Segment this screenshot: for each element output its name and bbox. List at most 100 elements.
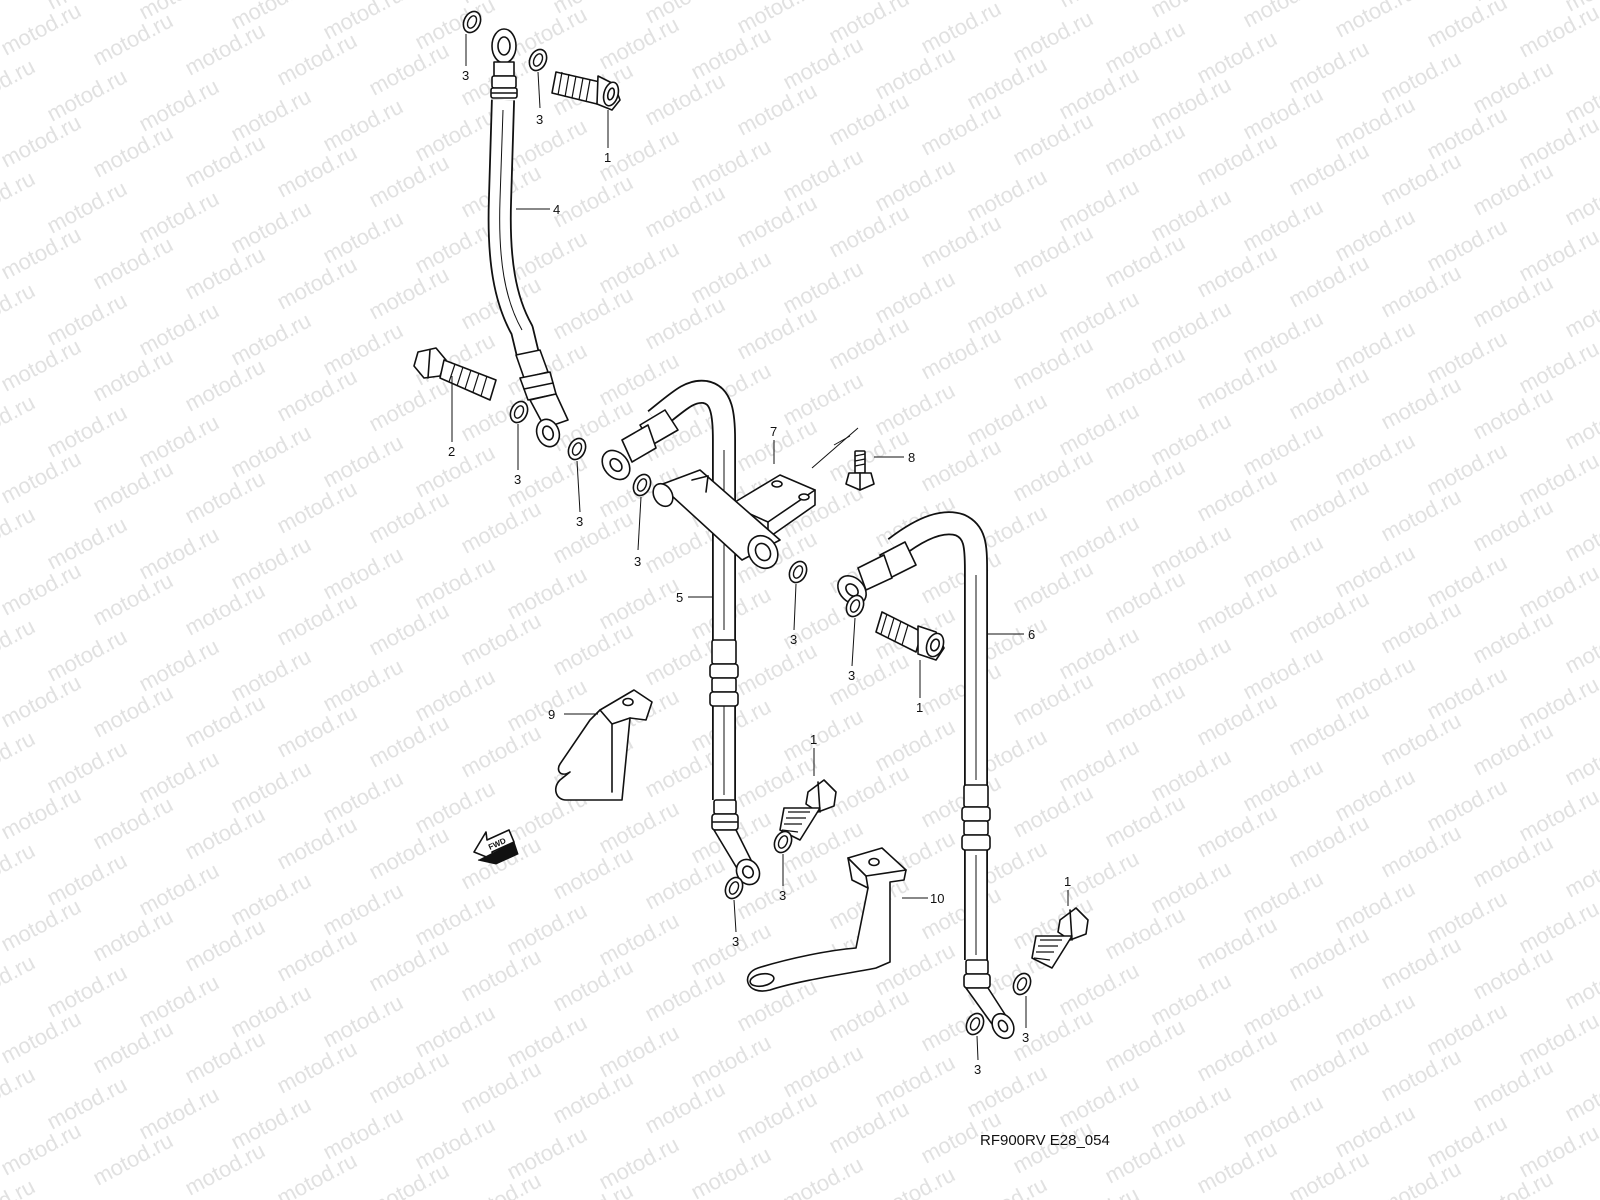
watermark-text: motod.ru — [89, 1016, 177, 1079]
watermark-text: motod.ru — [1285, 922, 1373, 985]
watermark-text: motod.ru — [1561, 1064, 1600, 1127]
watermark-text: motod.ru — [89, 904, 177, 967]
watermark-text: motod.ru — [595, 572, 683, 635]
watermark-text: motod.ru — [0, 166, 39, 229]
watermark-text: motod.ru — [503, 1010, 591, 1073]
watermark-text: motod.ru — [1423, 326, 1511, 389]
watermark-text: motod.ru — [1055, 1070, 1143, 1133]
watermark-text: motod.ru — [181, 914, 269, 977]
watermark-text: motod.ru — [825, 648, 913, 711]
callout-bolt-1d: 1 — [1064, 874, 1071, 889]
callout-numbers: 3 3 1 4 2 3 3 3 7 8 5 3 3 6 1 9 1 3 3 10… — [448, 68, 1071, 1077]
watermark-text: motod.ru — [273, 700, 361, 763]
watermark-text: motod.ru — [733, 302, 821, 365]
brake-hose-left — [601, 379, 761, 886]
watermark-text: motod.ru — [779, 1040, 867, 1103]
watermark-text: motod.ru — [641, 852, 729, 915]
watermark-text: motod.ru — [227, 308, 315, 371]
watermark-text: motod.ru — [1469, 830, 1557, 893]
watermark-text: motod.ru — [319, 94, 407, 157]
watermark-text: motod.ru — [963, 0, 1051, 2]
watermark-text: motod.ru — [1147, 1080, 1235, 1143]
callout-washer-h: 3 — [779, 888, 786, 903]
watermark-text: motod.ru — [917, 322, 1005, 385]
watermark-text: motod.ru — [0, 278, 39, 341]
watermark-text: motod.ru — [365, 374, 453, 437]
callout-bolt-2: 2 — [448, 444, 455, 459]
watermark-text: motod.ru — [181, 690, 269, 753]
watermark-text: motod.ru — [1331, 204, 1419, 267]
brake-hose-right — [837, 511, 1015, 1040]
watermark-text: motod.ru — [595, 908, 683, 971]
watermark-text: motod.ru — [0, 1062, 39, 1125]
callout-bolt-8: 8 — [908, 450, 915, 465]
watermark-text: motod.ru — [89, 568, 177, 631]
watermark-text: motod.ru — [43, 288, 131, 351]
watermark-text: motod.ru — [1515, 112, 1600, 175]
watermark-text: motod.ru — [1009, 220, 1097, 283]
watermark-text: motod.ru — [1239, 754, 1327, 817]
watermark-text: motod.ru — [273, 588, 361, 651]
watermark-text: motod.ru — [1193, 576, 1281, 639]
watermark-text: motod.ru — [1193, 128, 1281, 191]
watermark-text: motod.ru — [1561, 1176, 1600, 1200]
watermark-text: motod.ru — [43, 624, 131, 687]
banjo-bolt-lower-right — [1031, 907, 1089, 969]
watermark-text: motod.ru — [1469, 606, 1557, 669]
watermark-text: motod.ru — [1147, 296, 1235, 359]
watermark-text: motod.ru — [365, 1158, 453, 1200]
watermark-text: motod.ru — [963, 52, 1051, 115]
watermark-text: motod.ru — [0, 446, 85, 509]
watermark-text: motod.ru — [411, 552, 499, 615]
watermark-text: motod.ru — [549, 170, 637, 233]
watermark-text: motod.ru — [1561, 616, 1600, 679]
watermark-text: motod.ru — [1377, 148, 1465, 211]
watermark-text: motod.ru — [1055, 958, 1143, 1021]
watermark-text: motod.ru — [825, 1096, 913, 1159]
watermark-text: motod.ru — [1193, 240, 1281, 303]
watermark-text: motod.ru — [365, 150, 453, 213]
watermark-text: motod.ru — [0, 894, 85, 957]
watermark-text: motod.ru — [1055, 622, 1143, 685]
banjo-bolt-2 — [413, 347, 497, 401]
watermark-text: motod.ru — [89, 792, 177, 855]
watermark-text: motod.ru — [871, 1050, 959, 1113]
watermark-text: motod.ru — [1469, 158, 1557, 221]
watermark-text: motod.ru — [1239, 530, 1327, 593]
watermark-text: motod.ru — [1377, 372, 1465, 435]
watermark-text: motod.ru — [1055, 398, 1143, 461]
watermark-text: motod.ru — [503, 674, 591, 737]
watermark-text: motod.ru — [1101, 1014, 1189, 1077]
watermark-text: motod.ru — [1331, 876, 1419, 939]
watermark-text: motod.ru — [181, 466, 269, 529]
watermark-text: motod.ru — [1101, 342, 1189, 405]
watermark-text: motod.ru — [319, 878, 407, 941]
watermark-text: motod.ru — [181, 1138, 269, 1200]
watermark-text: motod.ru — [1009, 108, 1097, 171]
watermark-text: motod.ru — [1009, 556, 1097, 619]
watermark-text: motod.ru — [503, 114, 591, 177]
watermark-text: motod.ru — [1055, 1182, 1143, 1200]
watermark-text: motod.ru — [1423, 774, 1511, 837]
watermark-text: motod.ru — [181, 18, 269, 81]
watermark-text: motod.ru — [1147, 72, 1235, 135]
watermark-text: motod.ru — [1469, 942, 1557, 1005]
watermark-text: motod.ru — [0, 838, 39, 901]
watermark-text: motod.ru — [1055, 62, 1143, 125]
watermark-text: motod.ru — [319, 990, 407, 1053]
watermark-text: motod.ru — [1423, 662, 1511, 725]
watermark-text: motod.ru — [549, 282, 637, 345]
leader-lines — [451, 34, 1069, 1061]
watermark-text: motod.ru — [1561, 728, 1600, 791]
watermark-text: motod.ru — [1423, 998, 1511, 1061]
watermark-text: motod.ru — [227, 1092, 315, 1155]
watermark-text: motod.ru — [825, 760, 913, 823]
watermark-text: motod.ru — [1101, 1126, 1189, 1189]
watermark-text: motod.ru — [1331, 764, 1419, 827]
callout-washer-g: 3 — [848, 668, 855, 683]
watermark-text: motod.ru — [1331, 0, 1419, 42]
watermark-text: motod.ru — [1561, 280, 1600, 343]
three-way-joint — [652, 469, 816, 570]
callout-washer-k: 3 — [974, 1062, 981, 1077]
watermark-text: motod.ru — [43, 960, 131, 1023]
